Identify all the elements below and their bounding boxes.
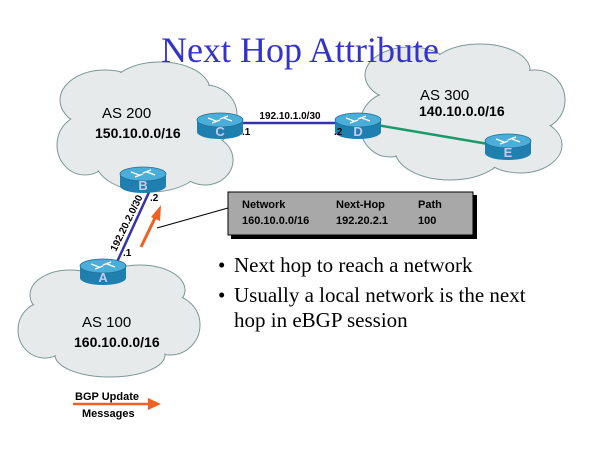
link-ab-a-side: .1: [123, 248, 132, 259]
router-c: C: [196, 112, 244, 140]
svg-text:A: A: [98, 270, 108, 285]
svg-text:B: B: [138, 178, 147, 193]
callout-line: [156, 207, 229, 229]
router-b: B: [119, 166, 167, 194]
link-ab-b-side: .2: [150, 193, 159, 204]
svg-text:C: C: [215, 124, 225, 139]
link-d-e: [364, 121, 501, 148]
as300-name: AS 300: [420, 87, 469, 104]
bullet-2-line-1: Usually a local network is the next: [234, 283, 526, 307]
link-a-b: [115, 189, 152, 263]
svg-text:E: E: [504, 145, 513, 160]
link-cd-subnet: 192.10.1.0/30: [259, 111, 321, 122]
router-a: A: [79, 258, 127, 286]
svg-text:D: D: [353, 124, 362, 139]
bullet-list: • Next hop to reach a network • Usually …: [218, 253, 526, 332]
bgp-table: Network Next-Hop Path 160.10.0.0/16 192.…: [227, 191, 477, 239]
legend-line-2: Messages: [82, 408, 135, 420]
bgp-update-arrow: [139, 205, 161, 248]
table-header-network: Network: [242, 199, 286, 211]
table-header-next-hop: Next-Hop: [336, 199, 385, 211]
table-cell-next-hop: 192.20.2.1: [336, 215, 388, 227]
as200-name: AS 200: [102, 105, 151, 122]
table-cell-path: 100: [418, 215, 436, 227]
as100-name: AS 100: [82, 314, 131, 331]
svg-text:•: •: [218, 283, 225, 307]
bullet-1: Next hop to reach a network: [234, 253, 473, 277]
as200-prefix: 150.10.0.0/16: [95, 125, 181, 141]
link-ab-subnet: 192.20.2.0/30: [109, 193, 146, 253]
link-cd-c-side: .1: [242, 127, 251, 138]
bullet-2-line-2: hop in eBGP session: [234, 308, 408, 332]
as100-prefix: 160.10.0.0/16: [74, 334, 160, 350]
link-cd-d-side: .2: [334, 127, 343, 138]
slide-title: Next Hop Attribute: [161, 30, 439, 70]
as300-prefix: 140.10.0.0/16: [419, 103, 505, 119]
legend: BGP Update Messages: [73, 391, 161, 420]
router-e: E: [484, 133, 532, 161]
legend-line-1: BGP Update: [75, 391, 139, 403]
table-header-path: Path: [418, 199, 442, 211]
table-cell-network: 160.10.0.0/16: [242, 215, 309, 227]
router-d: D: [334, 112, 382, 140]
svg-text:•: •: [218, 253, 225, 277]
